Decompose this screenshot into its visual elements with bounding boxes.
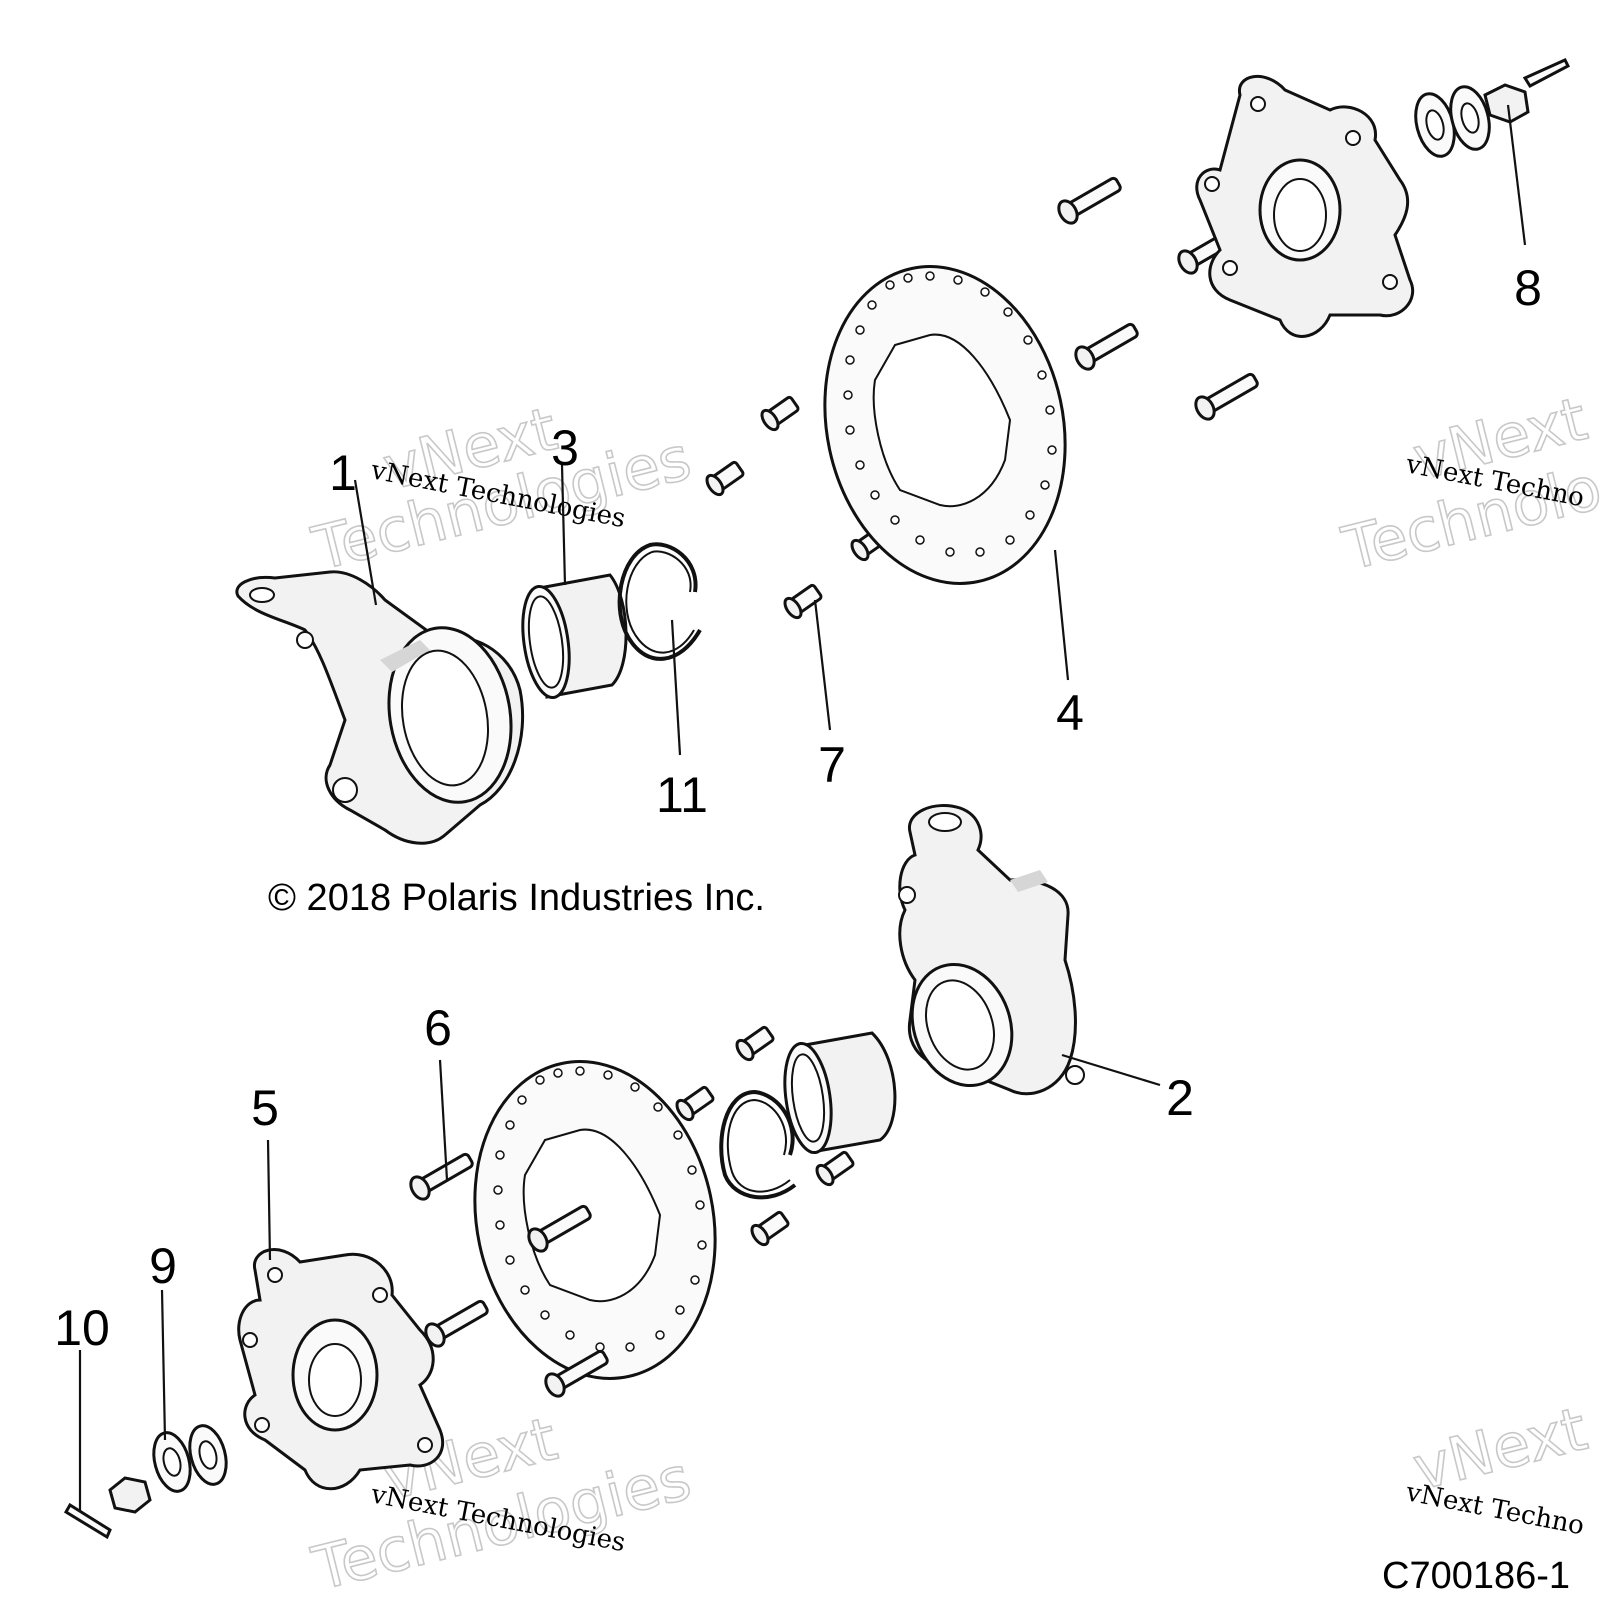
callout-8: 8 bbox=[1514, 260, 1542, 316]
callout-9: 9 bbox=[149, 1238, 177, 1294]
hub-studs-bottom bbox=[409, 1152, 609, 1398]
callout-6: 6 bbox=[424, 1000, 452, 1056]
callout-5: 5 bbox=[251, 1080, 279, 1136]
callout-11: 11 bbox=[656, 767, 708, 823]
callout-1: 1 bbox=[329, 445, 357, 501]
leaders-bottom bbox=[78, 1053, 1161, 1512]
leaders-top bbox=[353, 104, 1527, 756]
disc-holes bbox=[493, 1066, 707, 1352]
callout-10: 10 bbox=[54, 1300, 110, 1356]
callout-3: 3 bbox=[551, 420, 579, 476]
watermark-top-right: vNext Technologies vNext Techno bbox=[1335, 383, 1600, 585]
callout-2: 2 bbox=[1166, 1070, 1194, 1126]
part-2-knuckle bbox=[898, 804, 1085, 1096]
part-bearing-bottom bbox=[783, 1031, 897, 1155]
part-3-bearing bbox=[521, 573, 628, 700]
watermark-top-center: vNext Technologies vNext Technologies bbox=[305, 393, 698, 585]
part-hub-top bbox=[1195, 74, 1415, 338]
watermark-small-cut: vNext Techno bbox=[1403, 1477, 1587, 1541]
part-8-nut-washer bbox=[1414, 58, 1570, 158]
part-4-brake-disc bbox=[823, 265, 1067, 585]
copyright-notice: © 2018 Polaris Industries Inc. bbox=[268, 877, 765, 919]
part-11-snap-ring bbox=[617, 542, 702, 661]
part-brake-disc-bottom bbox=[473, 1060, 717, 1380]
disc-holes bbox=[843, 271, 1057, 557]
callout-4: 4 bbox=[1056, 685, 1084, 741]
watermark-bottom-right: vNext vNext Techno bbox=[1403, 1393, 1595, 1541]
part-7-brake-bolts bbox=[705, 395, 890, 620]
part-5-hub bbox=[237, 1248, 445, 1491]
document-id: C700186-1 bbox=[1382, 1555, 1570, 1597]
part-1-knuckle bbox=[235, 570, 525, 845]
part-9-washers bbox=[152, 1424, 228, 1493]
part-10-cotter-pin-nut bbox=[63, 1476, 152, 1540]
part-snap-ring-bottom bbox=[719, 1089, 797, 1200]
part-brake-bolts-bottom bbox=[675, 1025, 855, 1247]
callout-7: 7 bbox=[818, 737, 846, 793]
hub-studs-top bbox=[1057, 176, 1259, 421]
callout-labels: 1 2 3 4 5 6 7 8 9 10 11 bbox=[54, 260, 1542, 1356]
